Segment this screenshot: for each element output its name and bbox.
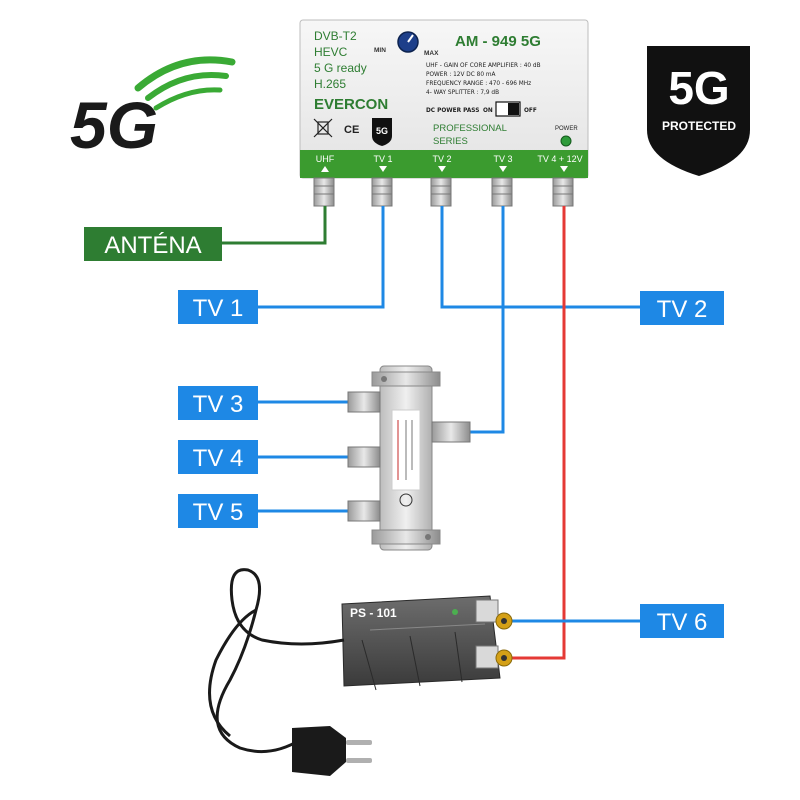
power-cord <box>208 568 345 754</box>
port-label-tv3: TV 3 <box>493 154 512 164</box>
port-label-tv2: TV 2 <box>432 154 451 164</box>
power-supply-ps101: PS - 101 <box>341 595 513 691</box>
eu-plug-icon <box>292 726 372 776</box>
series-line-2: SERIES <box>433 136 468 147</box>
spec-line: FREQUENCY RANGE : 470 - 696 MHz <box>426 81 531 87</box>
arrow-down-icon <box>560 166 568 172</box>
label-tv1: TV 1 <box>178 290 258 324</box>
power-led-icon <box>560 135 572 147</box>
arrow-down-icon <box>379 166 387 172</box>
label-antenna: ANTÉNA <box>84 227 222 261</box>
mini-shield-5g: 5G <box>376 126 388 136</box>
switch-on-label: ON <box>483 108 493 114</box>
series-line-1: PROFESSIONAL <box>433 123 507 134</box>
mini-shield-icon <box>372 118 392 146</box>
ps-model: PS - 101 <box>350 606 397 620</box>
power-label: POWER <box>555 126 578 132</box>
label-tv2: TV 2 <box>640 291 724 325</box>
arrow-up-icon <box>321 166 329 172</box>
port-strip <box>300 150 588 178</box>
f-connector-tv1[interactable] <box>371 177 393 207</box>
spec-line: POWER : 12V DC 80 mA <box>426 72 496 78</box>
label-tv5: TV 5 <box>178 494 258 528</box>
weee-bin-icon <box>313 118 333 138</box>
amplifier-am949: DVB-T2 HEVC 5 G ready H.265 EVERCON MIN … <box>299 19 589 207</box>
spec-line: 4- WAY SPLITTER : 7,9 dB <box>426 90 499 96</box>
port-label-uhf: UHF <box>316 154 335 164</box>
knob-indicator-icon <box>407 34 414 43</box>
logo-5g: 5G <box>70 56 236 162</box>
f-connector-tv3[interactable] <box>491 177 513 207</box>
splitter-out-2[interactable] <box>347 446 381 468</box>
cable-tv4-power <box>512 206 566 660</box>
amp-line-1: DVB-T2 <box>314 29 357 43</box>
label-tv5-text: TV 5 <box>193 499 244 526</box>
splitter-out-1[interactable] <box>347 391 381 413</box>
cable-tv1 <box>256 206 385 309</box>
switch-toggle-icon <box>508 103 519 115</box>
amp-line-3: 5 G ready <box>314 61 367 75</box>
label-tv1-text: TV 1 <box>193 295 244 322</box>
port-label-tv4: TV 4 + 12V <box>537 154 582 164</box>
label-tv6: TV 6 <box>640 604 724 638</box>
label-tv6-text: TV 6 <box>657 609 708 636</box>
shield-5g-text: 5G <box>668 62 729 114</box>
knob-max-label: MAX <box>424 50 439 57</box>
label-tv2-text: TV 2 <box>657 296 708 323</box>
ce-mark: CE <box>344 124 359 136</box>
label-tv3-text: TV 3 <box>193 391 244 418</box>
amp-line-4: H.265 <box>314 77 346 91</box>
cable-splitter-in <box>470 206 505 434</box>
arrow-down-icon <box>438 166 446 172</box>
amp-brand: EVERCON <box>314 96 388 113</box>
shield-protected-text: PROTECTED <box>662 119 736 133</box>
splitter-out-3[interactable] <box>347 500 381 522</box>
cable-antenna <box>220 206 327 245</box>
dc-pass-label: DC POWER PASS <box>426 108 479 114</box>
signal-arc-icon <box>134 56 236 92</box>
knob-min-label: MIN <box>374 47 386 54</box>
signal-arc-icon <box>145 71 229 101</box>
f-connector-tv2[interactable] <box>430 177 452 207</box>
switch-off-label: OFF <box>524 108 537 114</box>
shield-5g-protected: 5G PROTECTED <box>647 46 750 176</box>
label-tv4: TV 4 <box>178 440 258 474</box>
spec-line: UHF - GAIN OF CORE AMPLIFIER : 40 dB <box>426 63 541 69</box>
logo-5g-text: 5G <box>70 88 158 162</box>
splitter-in[interactable] <box>431 421 471 443</box>
amp-model: AM - 949 5G <box>455 33 541 50</box>
signal-arc-icon <box>153 87 223 111</box>
f-connector-tv4[interactable] <box>552 177 574 207</box>
splitter-3way <box>347 365 471 551</box>
port-label-tv1: TV 1 <box>373 154 392 164</box>
cables <box>220 206 640 660</box>
label-antenna-text: ANTÉNA <box>104 232 201 259</box>
arrow-down-icon <box>499 166 507 172</box>
label-tv3: TV 3 <box>178 386 258 420</box>
label-tv4-text: TV 4 <box>193 445 244 472</box>
amp-line-2: HEVC <box>314 45 348 59</box>
cable-tv2 <box>440 206 640 309</box>
ps-led-icon <box>452 609 458 615</box>
f-connector-uhf[interactable] <box>313 177 335 207</box>
